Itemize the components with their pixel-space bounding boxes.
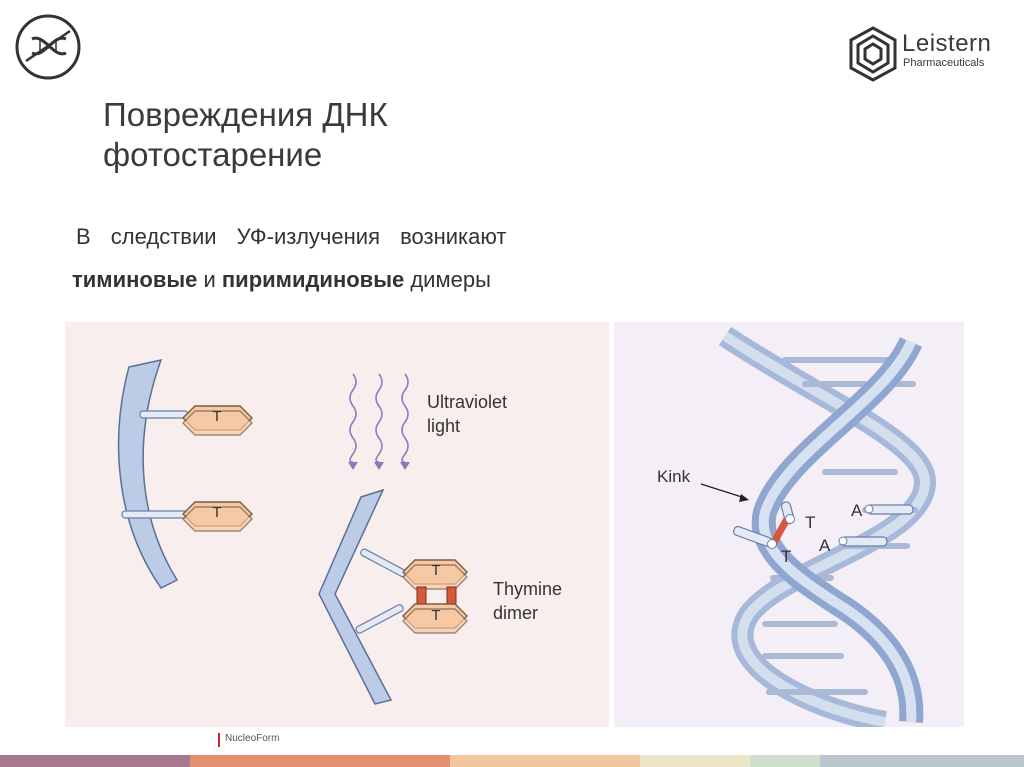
helix-a-label-1: A [851,501,863,520]
thymine-base-1: T [182,405,253,436]
footer-segment-4 [640,755,750,767]
dna-logo-icon [15,14,81,80]
bold-term-pyrimidine: пиримидиновые [221,267,405,292]
hexagon-logo-icon [849,26,897,82]
title-line-2: фотостарение [103,136,323,173]
footer-label: NucleoForm [225,733,280,744]
body-text-line-2: тиминовые и пиримидиновые димеры [72,267,491,293]
dimer-link-2 [355,604,404,634]
dna-backbone-curved [117,358,179,589]
brand-name: Leistern [902,30,992,57]
dna-damage-figure: T T Ultraviolet light T T Thymine dimer [65,322,964,727]
footer-segment-5 [750,755,820,767]
uv-label-2: light [427,416,460,436]
slide-title: Повреждения ДНК фотостарение [103,95,388,175]
title-line-1: Повреждения ДНК [103,96,388,133]
text-end: димеры [404,267,491,292]
connector-text: и [197,267,222,292]
helix-t-label-1: T [805,513,815,532]
footer-segment-2 [190,755,450,767]
kink-arrow-icon [700,483,749,502]
base-link-2 [121,510,189,519]
double-helix [718,326,937,727]
dimer-label-t2: T [431,607,440,624]
kink-label: Kink [657,467,691,486]
dimer-label-2: dimer [493,603,538,623]
footer-segment-6 [820,755,1024,767]
left-panel [65,322,609,727]
footer-color-bar [0,755,1024,767]
footer-segment-3 [450,755,640,767]
brand-subtitle: Pharmaceuticals [903,57,985,69]
helix-t-label-2: T [781,547,791,566]
thymine-dimer: T T [402,559,468,634]
uv-label-1: Ultraviolet [427,392,507,412]
footer-segment-1 [0,755,190,767]
helix-a-label-2: A [819,536,831,555]
bold-term-thymine: тиминовые [72,267,198,292]
body-text-line-1: В следствии УФ-излучения возникают [76,224,507,249]
dimer-label-t1: T [431,562,440,579]
base-link-1 [139,410,189,419]
thymine-base-2: T [182,501,253,532]
brand-logo: Leistern Pharmaceuticals [848,26,998,82]
base-label-t1: T [212,408,221,425]
base-label-t2: T [212,504,221,521]
dna-backbone-kinked [318,488,393,705]
dimer-label-1: Thymine [493,579,562,599]
footer-marker [218,733,220,747]
uv-arrows-icon [348,373,410,470]
